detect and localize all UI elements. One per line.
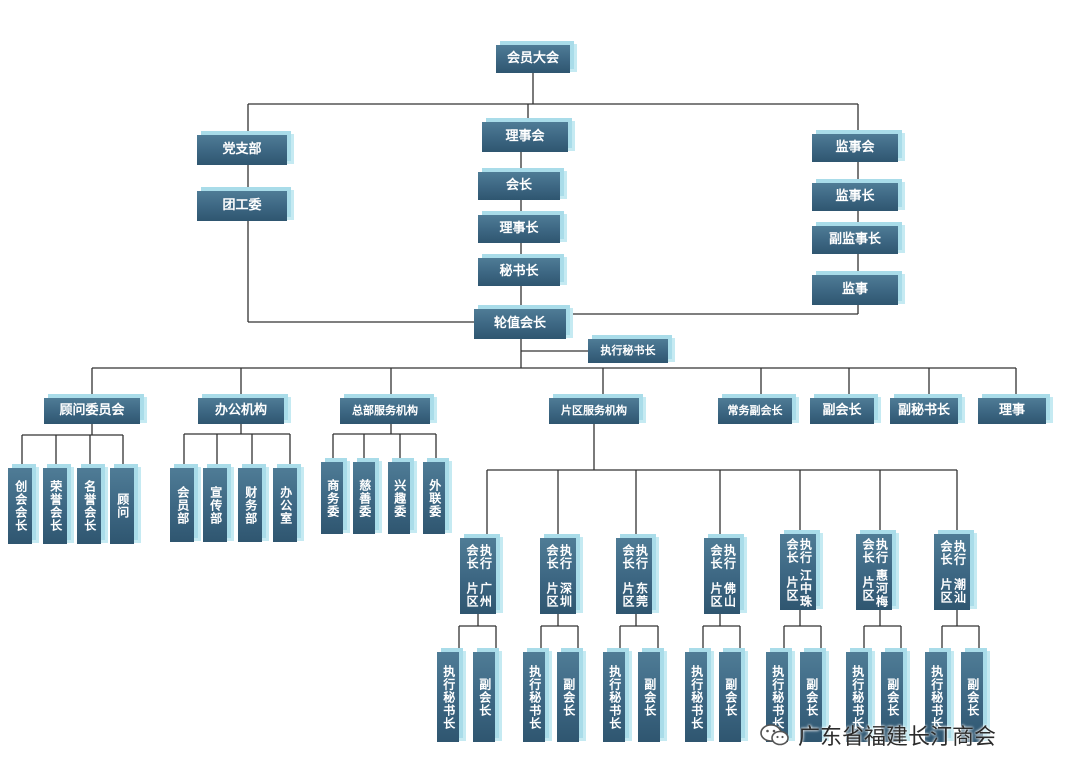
node-deputy-secretary-general: 副秘书长 [890, 398, 958, 424]
node-liaison-committee: 外联委 [423, 462, 445, 534]
node-fs-exec-secretary: 执行秘书长 [685, 652, 707, 742]
node-president: 会长 [478, 172, 560, 200]
node-region-foshan: 执行会长佛山片区 [704, 538, 740, 614]
node-region-jiangzhongzhu: 执行会长江中珠片区 [780, 534, 816, 610]
region-head-label: 执行会长 [465, 544, 493, 570]
node-region-dongguan: 执行会长东莞片区 [616, 538, 652, 614]
node-region-shenzhen: 执行会长深圳片区 [540, 538, 576, 614]
watermark-text: 广东省福建长汀商会 [798, 725, 997, 750]
node-supervisor: 监事 [812, 275, 898, 305]
node-hq-service-agency: 总部服务机构 [340, 398, 430, 424]
node-supervisory-board: 监事会 [812, 134, 898, 162]
node-dg-exec-secretary: 执行秘书长 [603, 652, 625, 742]
node-executive-vice-president: 常务副会长 [718, 398, 792, 424]
node-fs-vice-president: 副会长 [719, 652, 741, 742]
node-publicity-dept: 宣传部 [203, 468, 227, 542]
watermark: 广东省福建长汀商会 [760, 719, 996, 751]
node-cs-vice-president: 副会长 [961, 652, 983, 742]
node-general-office: 办公室 [273, 468, 297, 542]
region-head-label: 执行会长 [861, 537, 889, 564]
node-region-service-agency: 片区服务机构 [549, 398, 639, 424]
node-gz-vice-president: 副会长 [473, 652, 495, 742]
region-name-label: 东莞片区 [621, 582, 649, 608]
node-cs-exec-secretary: 执行秘书长 [925, 652, 947, 742]
region-head-label: 执行会长 [785, 537, 813, 564]
node-council-member: 理事 [978, 398, 1046, 424]
region-head-label: 执行会长 [545, 544, 573, 570]
node-chairman: 理事长 [478, 215, 560, 243]
node-honorary-president: 荣誉会长 [43, 468, 67, 544]
node-sz-vice-president: 副会长 [557, 652, 579, 742]
node-advisory-committee: 顾问委员会 [44, 398, 140, 424]
node-youth-committee: 团工委 [197, 191, 287, 221]
node-secretary-general: 秘书长 [478, 258, 560, 286]
node-general-assembly: 会员大会 [496, 45, 570, 73]
node-business-committee: 商务委 [321, 462, 343, 534]
node-interest-committee: 兴趣委 [388, 462, 410, 534]
node-gz-exec-secretary: 执行秘书长 [437, 652, 459, 742]
node-dg-vice-president: 副会长 [638, 652, 660, 742]
region-name-label: 佛山片区 [709, 582, 737, 608]
node-region-guangzhou: 执行会长广州片区 [460, 538, 496, 614]
node-charity-committee: 慈善委 [353, 462, 375, 534]
node-membership-dept: 会员部 [170, 468, 194, 542]
region-name-label: 深圳片区 [545, 582, 573, 608]
node-executive-secretary-general: 执行秘书长 [588, 339, 668, 363]
node-founding-president: 创会会长 [8, 468, 32, 544]
node-sz-exec-secretary: 执行秘书长 [523, 652, 545, 742]
node-hhm-vice-president: 副会长 [881, 652, 903, 742]
node-deputy-chief-supervisor: 副监事长 [812, 226, 898, 254]
node-finance-dept: 财务部 [238, 468, 262, 542]
region-head-label: 执行会长 [621, 544, 649, 570]
node-region-huihemei: 执行会长惠河梅片区 [856, 534, 892, 610]
region-name-label: 潮汕片区 [939, 578, 967, 604]
node-region-chaoshan: 执行会长潮汕片区 [934, 534, 970, 610]
node-jzz-vice-president: 副会长 [800, 652, 822, 742]
node-jzz-exec-secretary: 执行秘书长 [766, 652, 788, 742]
region-name-label: 惠河梅片区 [861, 569, 889, 609]
node-council: 理事会 [482, 122, 568, 152]
node-advisor: 顾问 [110, 468, 134, 544]
node-party-branch: 党支部 [197, 135, 287, 165]
node-nominal-president: 名誉会长 [77, 468, 101, 544]
region-head-label: 执行会长 [709, 544, 737, 570]
wechat-icon [760, 723, 790, 747]
region-name-label: 广州片区 [465, 582, 493, 608]
region-name-label: 江中珠片区 [785, 569, 813, 609]
node-hhm-exec-secretary: 执行秘书长 [846, 652, 868, 742]
node-office-agency: 办公机构 [198, 398, 284, 424]
node-chief-supervisor: 监事长 [812, 183, 898, 211]
node-vice-president: 副会长 [810, 398, 874, 424]
region-head-label: 执行会长 [939, 540, 967, 566]
node-rotating-president: 轮值会长 [474, 309, 566, 339]
